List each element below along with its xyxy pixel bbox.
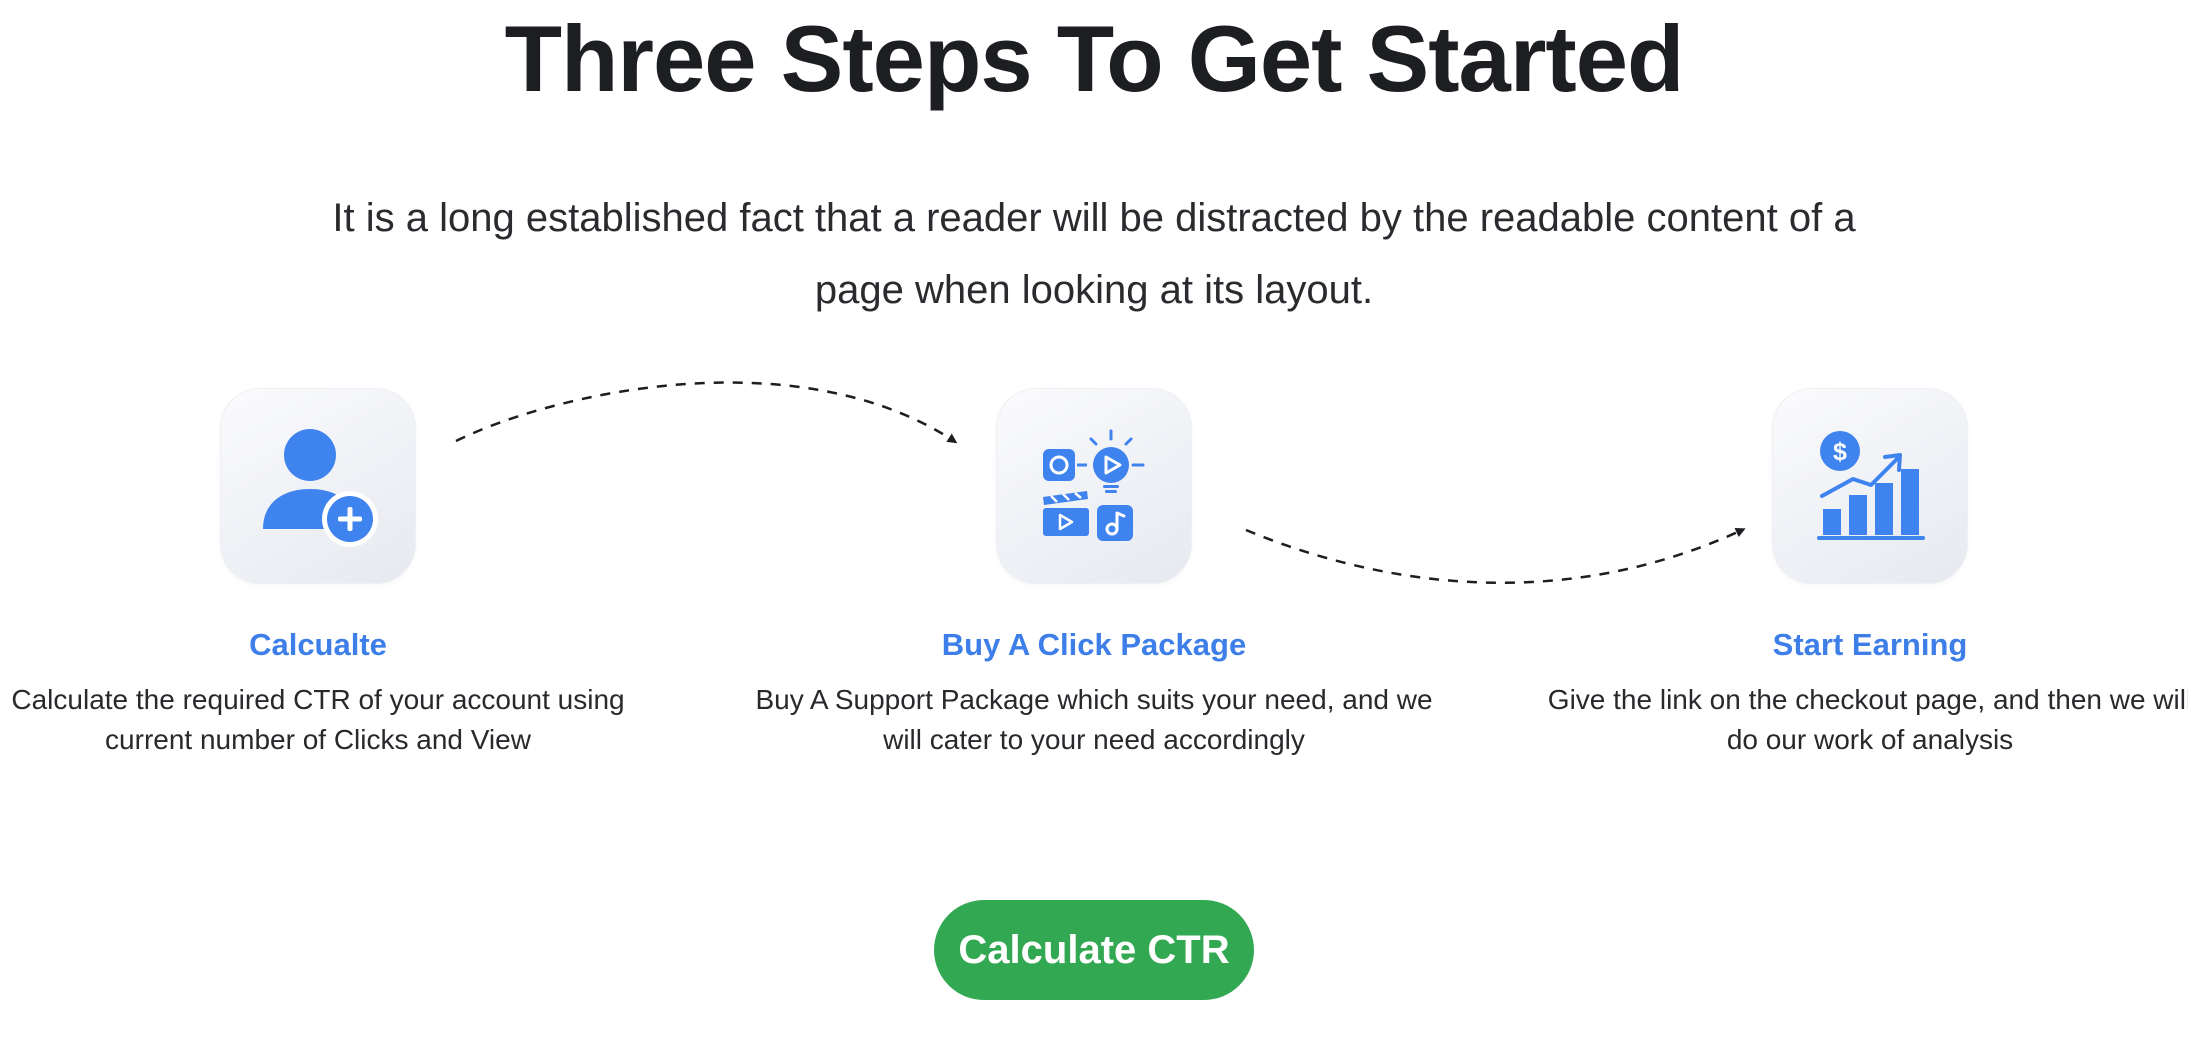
connector-step1-to-step2 [455,381,958,444]
section-subtitle: It is a long established fact that a rea… [332,196,1856,312]
user-add-icon [263,429,378,547]
step-3-description: Give the link on the checkout page, and … [1547,684,2188,755]
step-3-title: Start Earning [1772,627,1968,662]
svg-text:$: $ [1833,438,1847,466]
step-2-description: Buy A Support Package which suits your n… [755,684,1433,755]
step-1-title: Calcualte [249,627,387,662]
step-2-title: Buy A Click Package [941,627,1247,662]
calculate-ctr-button[interactable]: Calculate CTR [934,900,1254,1000]
section-title: Three Steps To Get Started [504,6,1685,111]
step-1-description: Calculate the required CTR of your accou… [11,684,625,755]
step-2-icon-box [996,388,1192,584]
earnings-chart-icon: $ [1817,431,1925,540]
connector-step2-to-step3 [1245,527,1746,584]
step-3-icon-box: $ [1772,388,1968,584]
media-content-icon [1043,429,1145,541]
step-1-icon-box [220,388,416,584]
